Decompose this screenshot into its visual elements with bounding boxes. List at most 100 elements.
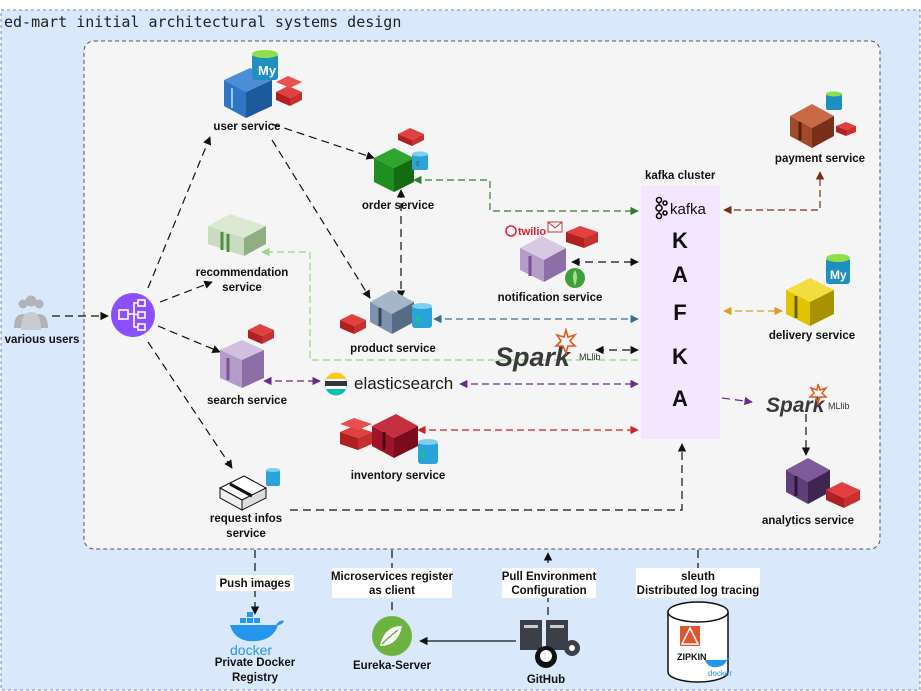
order-service-cube-icon [374,148,414,192]
users-icon [14,295,48,330]
notification-service-node[interactable]: twilio notification service [498,221,603,304]
kafka-cluster-label: kafka cluster [645,170,716,182]
spark-star-icon [554,327,578,356]
delivery-service-node[interactable]: My delivery service [769,254,855,342]
notification-service-label: notification service [498,292,603,304]
redis-icon [248,324,274,344]
redis-icon [276,76,302,106]
spark-ml-text: Spark [495,342,572,372]
analytics-service-label: analytics service [762,515,854,527]
request-infos-label-1: request infos [210,513,282,525]
mysql-icon: My [826,254,850,284]
register-client-label-1: Microservices register [331,571,454,583]
request-infos-label-2: service [226,528,266,540]
users-label: various users [5,334,80,346]
order-service-node[interactable]: ε order service [362,128,434,212]
postgres-icon: ε [412,151,428,170]
edge-gateway-user [147,136,212,289]
pull-env-bg [502,568,596,598]
mysql-icon: My [252,50,278,80]
analytics-service-node[interactable]: analytics service [762,458,860,527]
load-balancer-icon [111,293,155,337]
edge-user-product [271,139,371,299]
mongodb-icon [565,268,585,288]
kafka-cluster-box[interactable] [641,186,720,439]
push-images-label: Push images [220,578,291,590]
request-infos-cube-icon [218,475,268,511]
product-service-cube-icon [370,290,414,334]
svg-text:ε: ε [422,449,427,461]
order-service-label: order service [362,200,434,212]
payment-service-cube-icon [790,104,834,148]
edge-request-kafka [290,443,687,511]
gmail-icon [547,221,563,233]
zipkin-icon [680,626,700,646]
redis-icon [398,128,424,146]
elasticsearch-icon [324,372,348,396]
notification-service-cube-icon [520,236,566,282]
spark-analytics-text: Spark [766,394,826,417]
mysql-icon [826,91,842,110]
recommendation-service-node[interactable]: recommendation service [196,214,289,294]
kafka-letter-2: A [672,262,688,287]
kafka-letter-3: F [673,300,686,325]
payment-service-node[interactable]: payment service [775,91,865,166]
svg-text:twilio: twilio [518,226,546,238]
request-infos-service-node[interactable]: request infos service [210,468,282,540]
spark-mllib-logo: Spark MLlib [495,327,601,372]
recommendation-service-label-1: recommendation [196,267,289,279]
gateway-node[interactable] [111,293,155,337]
spark-analytics-sub: MLlib [828,401,850,411]
svg-text:ε: ε [416,158,420,168]
search-service-node[interactable]: search service [207,324,287,407]
payment-service-label: payment service [775,153,865,165]
inventory-service-node[interactable]: ε inventory service [340,414,445,482]
product-service-node[interactable]: ε product service [340,290,436,355]
spark-analytics-logo: Spark MLlib [766,383,850,417]
eureka-server-node[interactable]: Eureka-Server [353,616,432,672]
zipkin-node[interactable]: ZIPKIN docker [667,601,732,683]
spark-ml-sub: MLlib [579,352,601,362]
zipkin-text: ZIPKIN [677,652,707,662]
postgres-icon: ε [412,303,432,328]
kafka-letter-5: A [672,386,688,411]
recommendation-service-label-2: service [222,282,262,294]
pull-env-label-2: Configuration [511,585,586,597]
docker-registry-node[interactable]: docker Private Docker Registry [215,612,296,684]
redis-icon [566,226,598,248]
register-client-label-2: as client [369,585,415,597]
redis-icon [836,122,856,136]
postgres-icon: ε [418,439,438,464]
github-node[interactable]: GitHub [520,620,580,686]
users-node[interactable]: various users [5,295,80,347]
twilio-logo: twilio [505,225,546,238]
kafka-icon [655,196,668,220]
diagram-title: ed-mart initial architectural systems de… [4,13,401,31]
sleuth-bg [636,568,760,598]
spring-leaf-icon [372,616,412,656]
docker-registry-label-1: Private Docker [215,657,296,669]
user-service-node[interactable]: My user service [213,50,302,133]
eureka-server-label: Eureka-Server [353,660,432,672]
github-icon [535,646,557,668]
inventory-service-label: inventory service [351,470,446,482]
user-service-label: user service [213,121,280,133]
sleuth-label-2: Distributed log tracing [637,585,760,597]
delivery-service-cube-icon [786,278,834,326]
system-boundary [83,40,881,550]
docker-small-icon [705,657,730,668]
elasticsearch-logo: elasticsearch [324,372,453,396]
svg-text:My: My [258,63,277,78]
analytics-service-cube-icon [786,458,830,504]
edge-user-order [271,123,375,160]
redis-icon [826,482,860,508]
kafka-logo: kafka [655,196,707,220]
search-service-cube-icon [220,340,264,388]
docker-registry-label-2: Registry [232,672,279,684]
edge-order-kafka [413,175,639,216]
spark-star-icon [808,383,829,406]
delivery-service-label: delivery service [769,330,855,342]
svg-text:ε: ε [416,313,421,325]
svg-text:My: My [830,268,847,282]
redis-icon [340,314,366,334]
